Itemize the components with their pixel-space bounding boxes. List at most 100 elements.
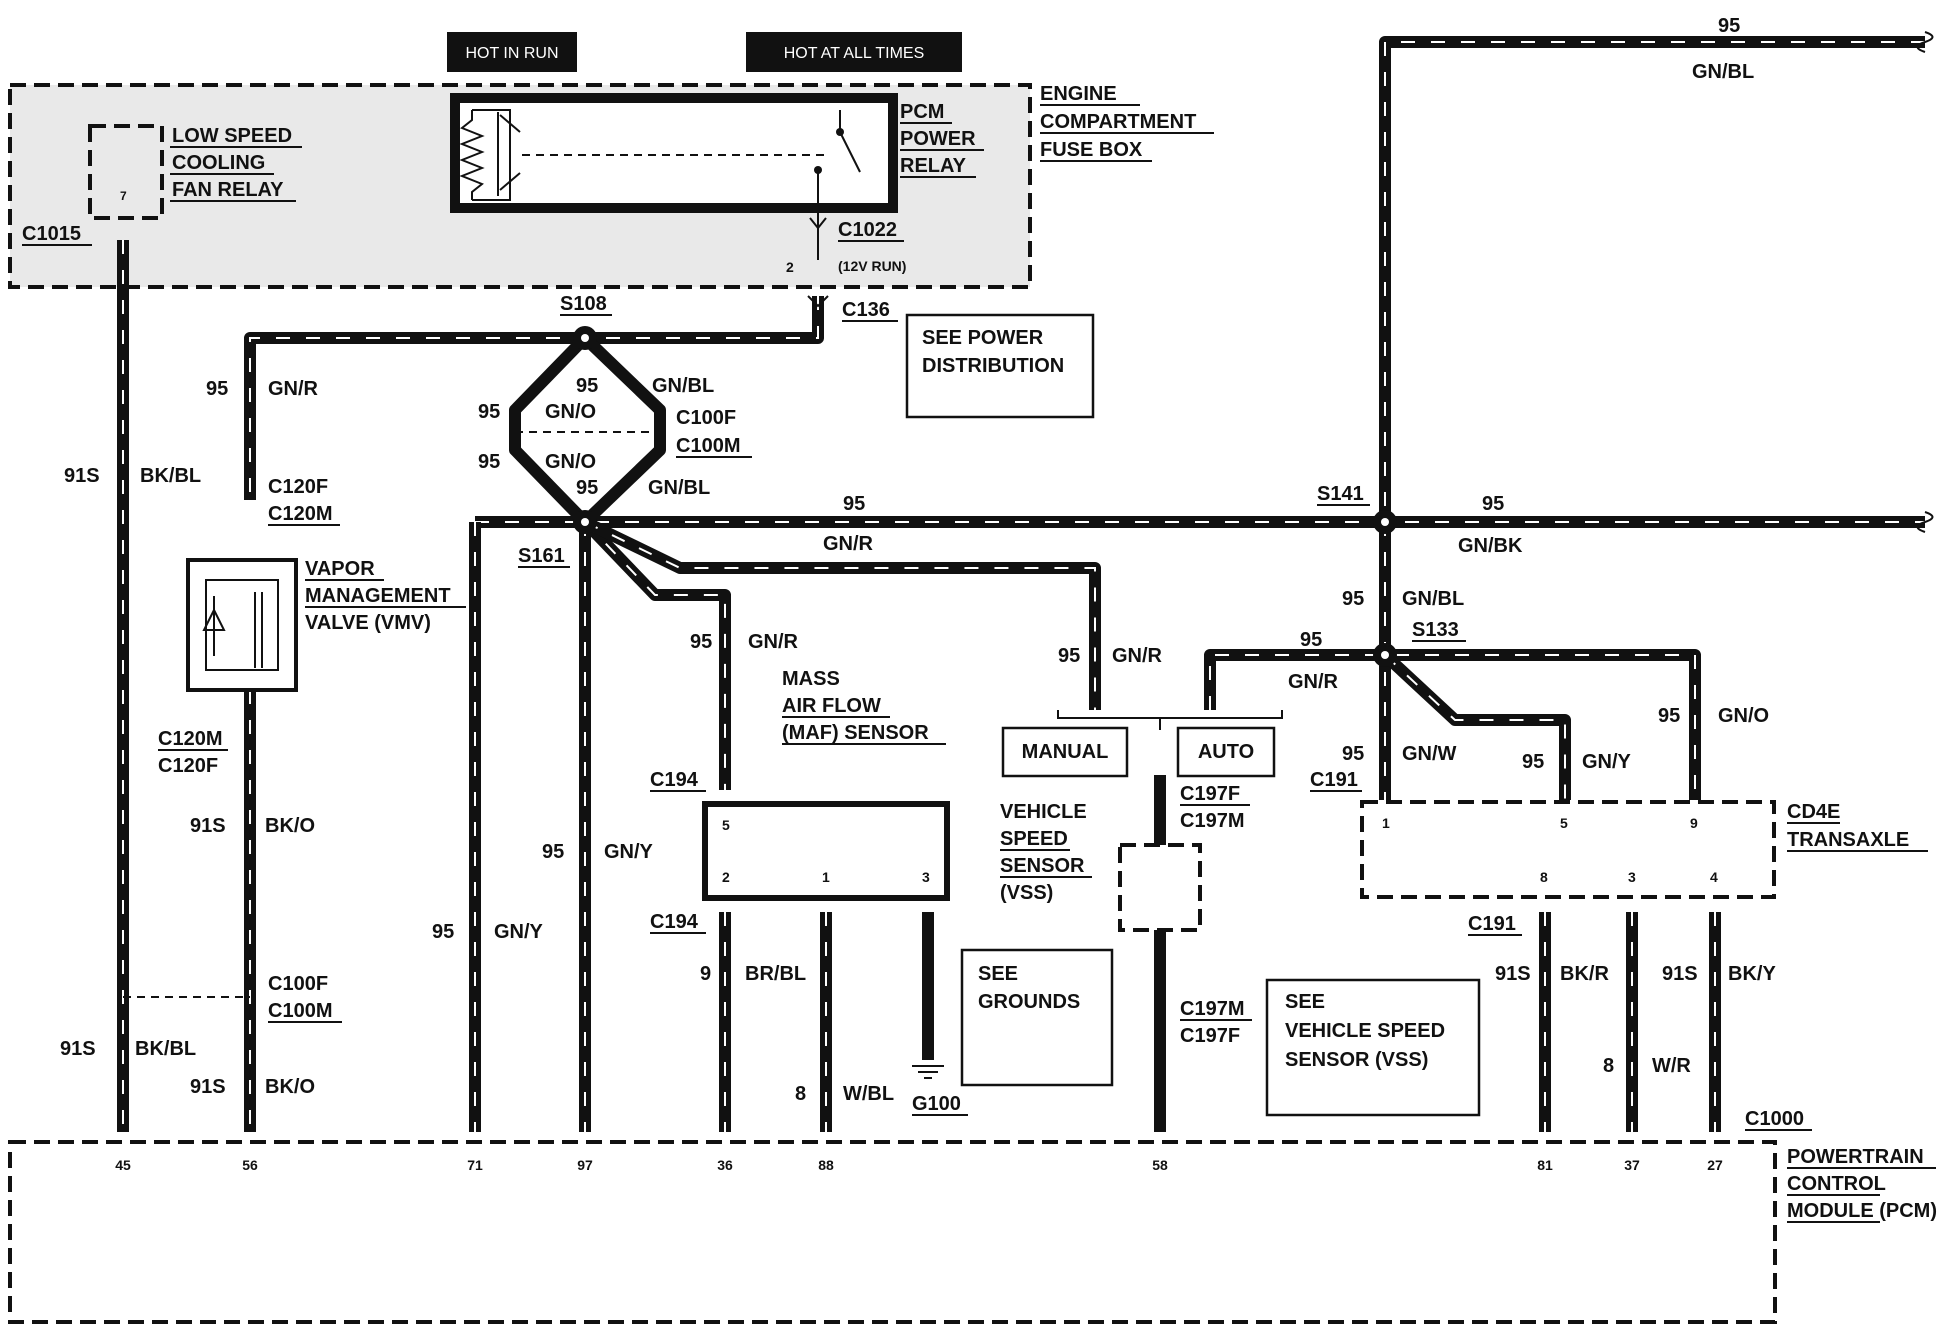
cd4e-transaxle (1360, 800, 1776, 899)
s108-label: S108 (560, 293, 607, 315)
transaxle-label-2: TRANSAXLE (1787, 829, 1909, 851)
note-vss (1265, 978, 1481, 1117)
cooling-relay-label-3: FAN RELAY (172, 179, 284, 201)
svg-text:GN/R: GN/R (1288, 671, 1339, 693)
svg-text:3: 3 (922, 869, 930, 885)
s141-label: S141 (1317, 483, 1364, 505)
c120m-label: C120M (268, 503, 332, 525)
c1000-label: C1000 (1745, 1108, 1804, 1130)
svg-text:95: 95 (542, 841, 564, 863)
svg-text:95: 95 (1342, 743, 1364, 765)
svg-text:GN/BK: GN/BK (1458, 535, 1523, 557)
fuse-box-label-3: FUSE BOX (1040, 139, 1143, 161)
svg-text:VEHICLE SPEED: VEHICLE SPEED (1285, 1020, 1445, 1042)
svg-text:GN/BL: GN/BL (652, 375, 714, 397)
svg-text:91S: 91S (64, 465, 100, 487)
svg-text:GN/R: GN/R (748, 631, 799, 653)
svg-text:4: 4 (1710, 869, 1718, 885)
note-grounds (960, 948, 1114, 1087)
svg-text:95: 95 (432, 921, 454, 943)
c1022-note: (12V RUN) (838, 258, 906, 274)
svg-text:2: 2 (786, 259, 794, 275)
svg-text:95: 95 (1482, 493, 1504, 515)
svg-text:9: 9 (1690, 815, 1698, 831)
svg-text:SENSOR (VSS): SENSOR (VSS) (1285, 1049, 1428, 1071)
c194-top: C194 (650, 769, 699, 791)
svg-text:GN/O: GN/O (1718, 705, 1769, 727)
transaxle-label-1: CD4E (1787, 801, 1840, 823)
svg-text:58: 58 (1152, 1157, 1168, 1173)
svg-text:BK/BL: BK/BL (135, 1038, 196, 1060)
svg-text:91S: 91S (1662, 963, 1698, 985)
vmv-label-1: VAPOR (305, 558, 375, 580)
svg-text:GN/W: GN/W (1402, 743, 1457, 765)
svg-text:81: 81 (1537, 1157, 1553, 1173)
svg-text:9: 9 (700, 963, 711, 985)
svg-text:GN/BL: GN/BL (648, 477, 710, 499)
svg-text:95: 95 (1058, 645, 1080, 667)
vmv-label-3: VALVE (VMV) (305, 612, 431, 634)
svg-text:GN/Y: GN/Y (494, 921, 544, 943)
c1015-label: C1015 (22, 223, 81, 245)
svg-text:SEE: SEE (1285, 991, 1325, 1013)
note-power-distribution (905, 313, 1095, 419)
pcm-module (8, 1140, 1777, 1324)
svg-text:91S: 91S (1495, 963, 1531, 985)
fuse-box-label-1: ENGINE (1040, 83, 1117, 105)
svg-text:BK/R: BK/R (1560, 963, 1609, 985)
c100m-bottom: C100M (268, 1000, 332, 1022)
cooling-relay-label-2: COOLING (172, 152, 265, 174)
svg-text:5: 5 (1560, 815, 1568, 831)
svg-text:95: 95 (1658, 705, 1680, 727)
c197f-top: C197F (1180, 783, 1240, 805)
svg-text:GN/R: GN/R (823, 533, 874, 555)
svg-text:GN/O: GN/O (545, 401, 596, 423)
header-hot-at-all-times: HOT AT ALL TIMES (746, 32, 962, 72)
c197m-top: C197M (1180, 810, 1244, 832)
svg-text:BK/O: BK/O (265, 815, 315, 837)
svg-text:45: 45 (115, 1157, 131, 1173)
vss-label-4: (VSS) (1000, 882, 1053, 904)
fuse-box-label-2: COMPARTMENT (1040, 111, 1196, 133)
auto-box (1176, 726, 1276, 778)
svg-text:95: 95 (1718, 15, 1740, 37)
c197f-bottom: C197F (1180, 1025, 1240, 1047)
maf-label-3: (MAF) SENSOR (782, 722, 929, 744)
svg-text:95: 95 (1522, 751, 1544, 773)
c1022-label: C1022 (838, 219, 897, 241)
c191-top: C191 (1310, 769, 1358, 791)
svg-text:91S: 91S (60, 1038, 96, 1060)
c191-bottom: C191 (1468, 913, 1516, 935)
c136-label: C136 (842, 299, 890, 321)
svg-text:1: 1 (1382, 815, 1390, 831)
pcm-label-1: POWERTRAIN (1787, 1146, 1924, 1168)
svg-text:95: 95 (206, 378, 228, 400)
vmv-label-2: MANAGEMENT (305, 585, 451, 607)
svg-text:DISTRIBUTION: DISTRIBUTION (922, 355, 1064, 377)
svg-text:56: 56 (242, 1157, 258, 1173)
svg-text:SEE: SEE (978, 963, 1018, 985)
svg-text:BK/O: BK/O (265, 1076, 315, 1098)
svg-text:95: 95 (478, 401, 500, 423)
svg-text:HOT IN RUN: HOT IN RUN (465, 45, 558, 62)
pcm-label-3: MODULE (PCM) (1787, 1200, 1937, 1222)
svg-text:W/BL: W/BL (843, 1083, 894, 1105)
manual-box (1001, 726, 1129, 778)
svg-text:GN/BL: GN/BL (1692, 61, 1754, 83)
pcm-relay-label-2: POWER (900, 128, 976, 150)
c100f-bottom: C100F (268, 973, 328, 995)
cooling-fan-relay (88, 124, 164, 220)
c100f-top: C100F (676, 407, 736, 429)
vss-label-1: VEHICLE (1000, 801, 1087, 823)
svg-text:95: 95 (1342, 588, 1364, 610)
c100m-top: C100M (676, 435, 740, 457)
svg-text:BR/BL: BR/BL (745, 963, 806, 985)
svg-text:BK/Y: BK/Y (1728, 963, 1776, 985)
svg-text:AUTO: AUTO (1198, 741, 1254, 763)
wires (117, 36, 1925, 1132)
pcm-relay-label-3: RELAY (900, 155, 967, 177)
c194-bottom: C194 (650, 911, 699, 933)
svg-text:5: 5 (722, 817, 730, 833)
svg-text:7: 7 (120, 189, 127, 203)
svg-text:8: 8 (795, 1083, 806, 1105)
